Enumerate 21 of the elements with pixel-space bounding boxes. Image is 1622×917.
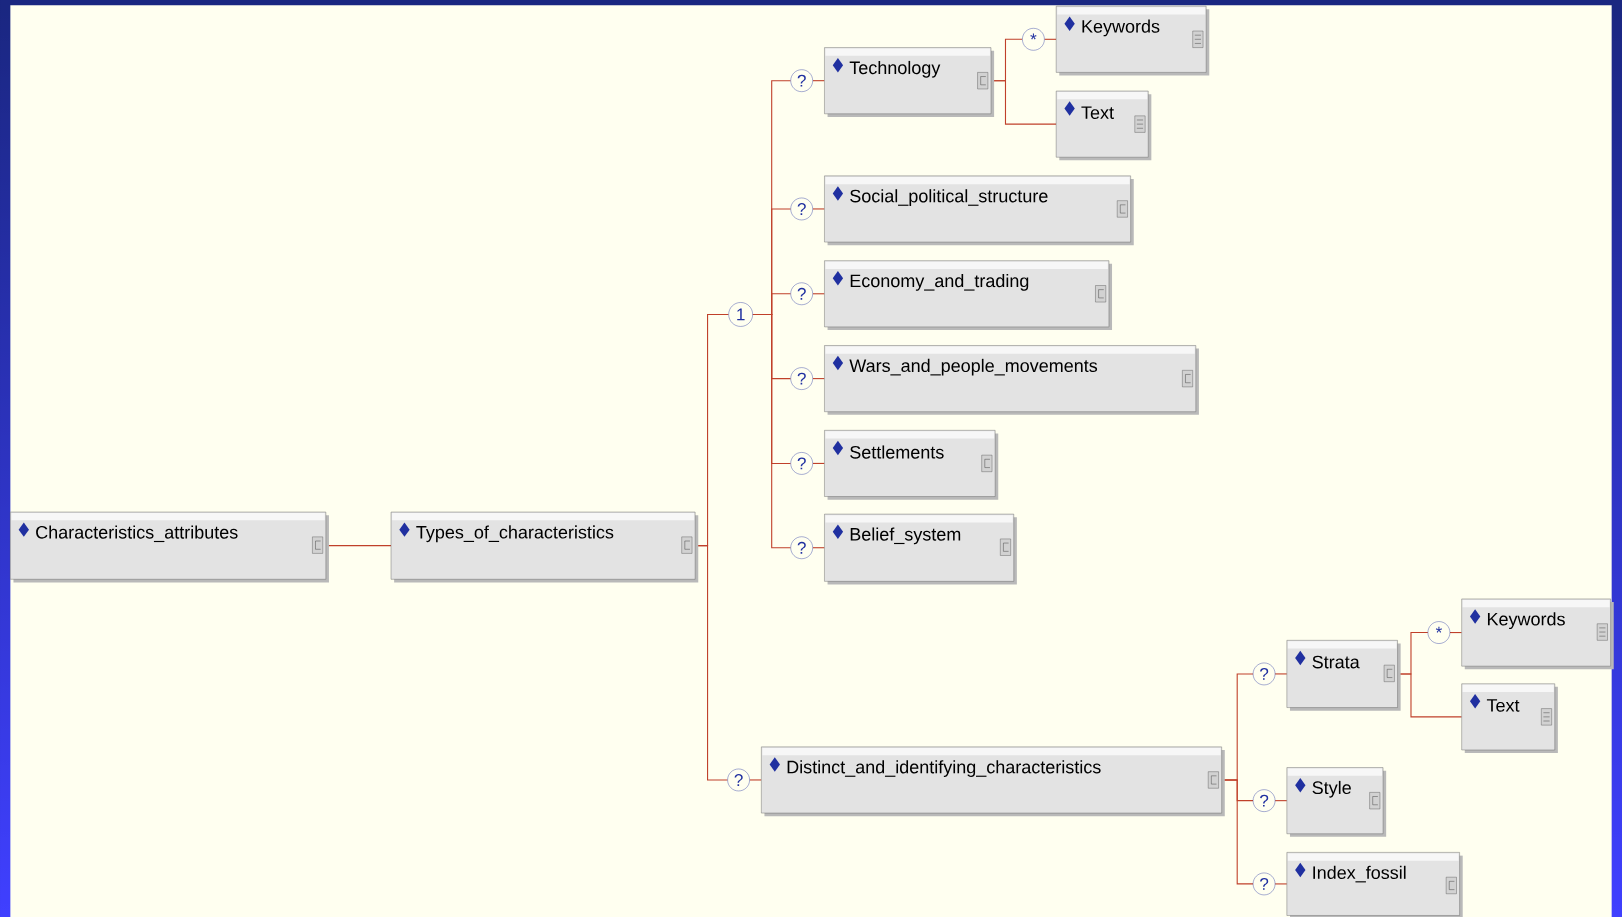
connector xyxy=(749,779,762,781)
element-box: Technology xyxy=(824,47,995,117)
connector xyxy=(752,313,792,549)
element-box: Types_of_characteristics xyxy=(390,511,699,583)
element-box: Strata xyxy=(1286,640,1401,711)
connector xyxy=(1274,673,1288,675)
element-box: Distinct_and_identifying_characteristics xyxy=(761,746,1225,817)
element-box: Keywords xyxy=(1461,598,1614,670)
element-box: Wars_and_people_movements xyxy=(824,345,1199,415)
element-box: Text xyxy=(1055,90,1152,161)
element-box: Belief_system xyxy=(824,513,1017,585)
connector xyxy=(1274,883,1288,885)
element-box: Style xyxy=(1286,767,1387,837)
element-box: Characteristics_attributes xyxy=(10,511,329,583)
element-box: Keywords xyxy=(1055,6,1210,76)
connector xyxy=(812,208,825,210)
element-box: Social_political_structure xyxy=(824,175,1134,246)
element-box: Index_fossil xyxy=(1286,852,1463,917)
element-box: Text xyxy=(1461,683,1558,754)
element-box: Settlements xyxy=(824,430,999,500)
element-box: Economy_and_trading xyxy=(824,260,1113,330)
